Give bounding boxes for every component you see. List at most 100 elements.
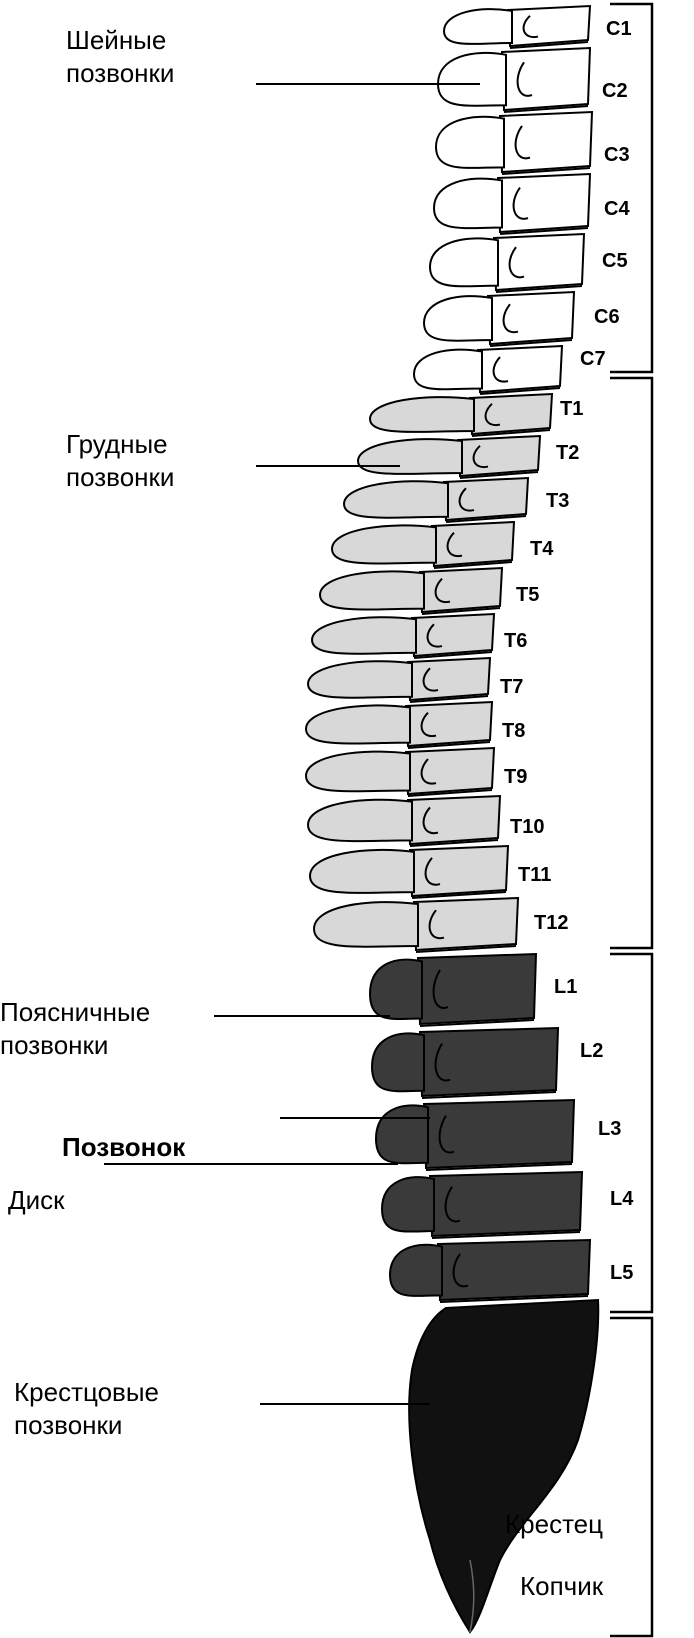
lumbar-label-line1: Поясничные [0,997,151,1027]
lumbar-label-line2: позвонки [0,1030,109,1060]
cervical-c6-body [486,290,576,346]
cervical-c7-process [412,348,483,391]
thoracic-t8-foramen [420,711,437,738]
thoracic-t1-foramen [484,403,501,427]
sacral-label-line1: Крестцовые [14,1377,159,1407]
thoracic-t10-disc [409,839,499,847]
thoracic-t10-foramen [422,806,439,835]
thoracic-t2-process [356,438,463,475]
thoracic-t9-body [404,746,496,796]
lumbar-l1-process [368,958,423,1021]
vertebra-label-c3: C3 [604,144,630,166]
thoracic-t6-disc [413,651,493,659]
thoracic-t7-body [406,656,492,702]
thoracic-t9-process [304,750,411,793]
cervical-c3-disc [501,167,591,175]
thoracic-t5-foramen [434,577,451,604]
sacral-label-line2: позвонки [14,1410,123,1440]
cervical-c1-process [442,8,513,45]
cervical-c4-process [432,177,503,230]
cervical-c4-foramen [512,186,529,220]
thoracic-label-line2: позвонки [66,462,175,492]
lumbar-l3-process [374,1104,429,1165]
cervical-c3-process [434,115,505,169]
thoracic-t10-process [306,798,413,843]
thoracic-t3-body [442,476,530,522]
cervical-c6-foramen [502,303,519,334]
lumbar-l3-body [422,1098,576,1170]
thoracic-t2-body [456,434,542,478]
lumbar-l2-foramen [434,1043,451,1082]
vertebra-label-c4: C4 [604,198,630,220]
thoracic-t9-foramen [420,758,437,785]
cervical-c7-body [476,344,564,394]
thoracic-t4-foramen [446,531,463,558]
cervical-c5-process [428,237,499,288]
thoracic-t6-body [410,612,496,658]
cervical-c1-foramen [522,15,539,39]
disc-label: Диск [8,1185,65,1215]
lumbar-l5-foramen [452,1253,469,1288]
cervical-c4-disc [499,227,589,235]
thoracic-t6-process [310,616,417,655]
vertebra-label-t8: T8 [502,720,526,742]
cervical-c5-disc [495,285,583,293]
thoracic-t3-process [342,480,449,519]
thoracic-t1-process [368,396,475,433]
lumbar-l3-foramen [438,1115,455,1154]
thoracic-t1-body [468,392,554,436]
cervical-c3-body [498,110,594,174]
thoracic-t3-foramen [458,487,475,512]
lumbar-l2-process [370,1032,425,1093]
lumbar-l1-disc [419,1019,535,1027]
cervical-c7-foramen [492,356,509,383]
thoracic-t4-disc [433,561,513,569]
thoracic-t7-process [306,660,413,699]
lumbar-l5-body [436,1238,592,1302]
thoracic-t7-foramen [422,667,439,692]
thoracic-bracket [610,376,654,950]
vertebra-label-l2: L2 [580,1040,604,1062]
vertebra-label-t10: T10 [510,816,545,838]
coccyx-shape [469,1559,475,1633]
thoracic-t8-process [304,704,411,745]
cervical-c2-process [436,51,507,107]
thoracic-t5-disc [421,607,501,615]
thoracic-t4-body [430,520,516,568]
cervical-c5-foramen [508,246,525,279]
cervical-c7-disc [479,387,561,395]
thoracic-t11-process [308,848,415,894]
thoracic-label-line1: Грудные [66,429,168,459]
thoracic-t4-process [330,524,437,565]
cervical-c4-body [496,172,592,234]
cervical-bracket [610,2,654,374]
vertebra-label-t4: T4 [530,538,554,560]
vertebra-label-c6: C6 [594,306,620,328]
thoracic-t5-process [318,570,425,611]
cervical-label-line1: Шейные [66,25,167,55]
vertebra-label-l3: L3 [598,1118,622,1140]
vertebra-label-t6: T6 [504,630,528,652]
thoracic-t12-process [312,901,419,948]
vertebra-label-l5: L5 [610,1262,634,1284]
thoracic-t2-disc [459,471,539,479]
lumbar-l4-body [428,1170,584,1238]
lumbar-l2-disc [421,1091,557,1099]
sacral-bracket [610,1316,654,1638]
cervical-c1-body [506,4,592,48]
thoracic-t5-body [418,566,504,614]
thoracic-t11-disc [411,891,507,899]
cervical-c5-body [492,232,586,292]
vertebra-label-t3: T3 [546,490,570,512]
lumbar-l5-process [388,1243,443,1297]
thoracic-t9-disc [407,789,493,797]
vertebra-label-c5: C5 [602,250,628,272]
lumbar-label: Поясничные позвонки [0,996,150,1062]
thoracic-label: Грудные позвонки [66,428,174,494]
lumbar-l2-body [418,1026,560,1098]
thoracic-t12-foramen [428,909,445,940]
vertebra-label-c2: C2 [602,80,628,102]
thoracic-t11-foramen [424,857,441,886]
vertebra-label-l1: L1 [554,976,578,998]
